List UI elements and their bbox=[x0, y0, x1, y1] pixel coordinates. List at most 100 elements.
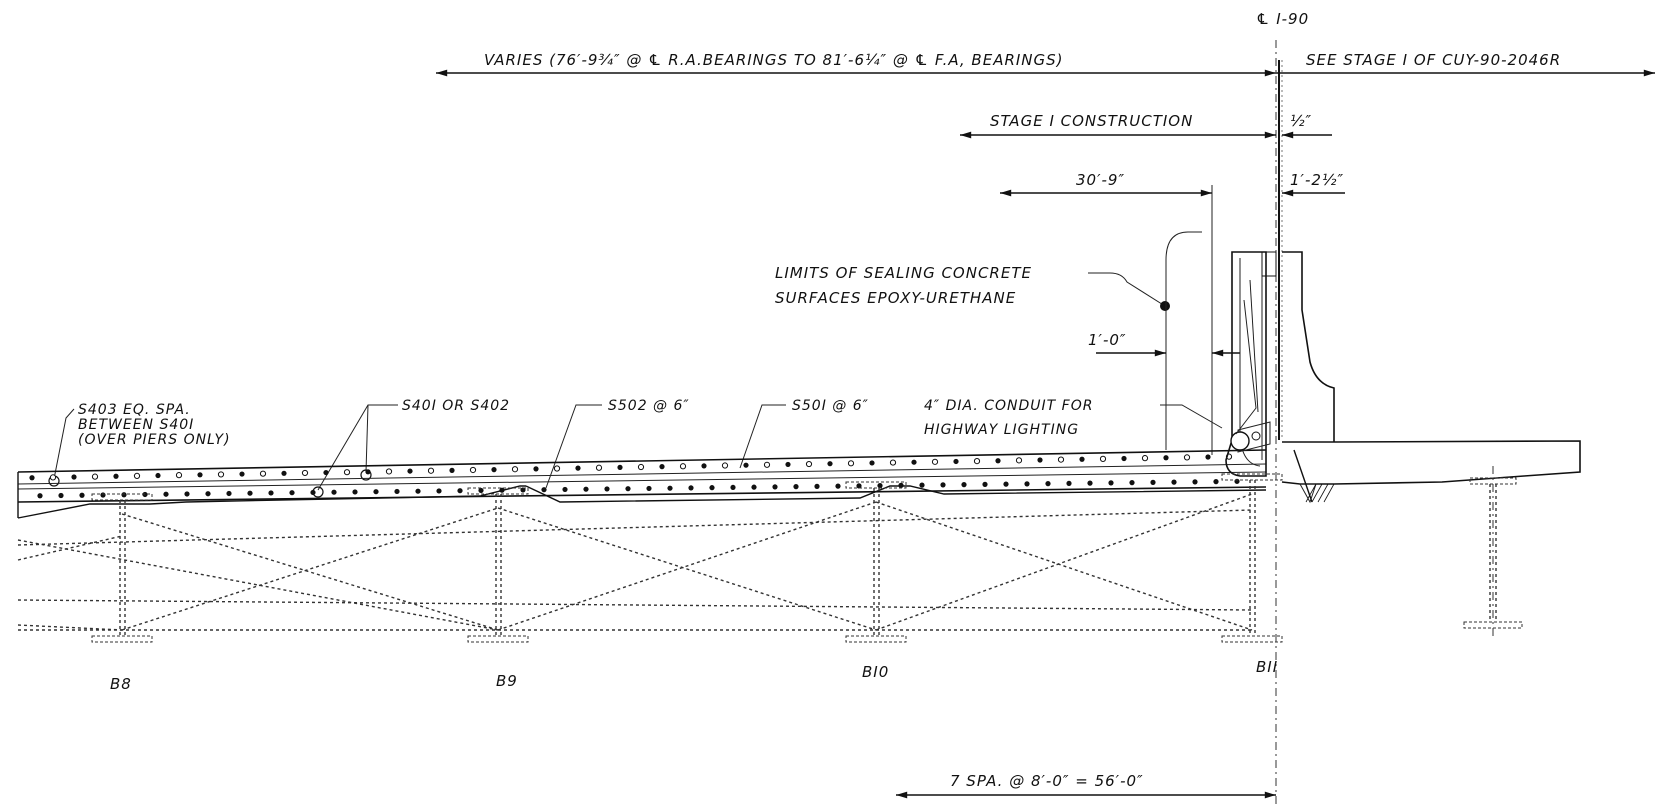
parapet-barrier bbox=[1225, 251, 1277, 477]
rebar-top-dot bbox=[1205, 454, 1211, 460]
s501-text: S50I @ 6″ bbox=[792, 398, 869, 414]
s401-text: S40I OR S402 bbox=[402, 398, 510, 414]
rebar-top-dot bbox=[721, 462, 729, 469]
rebar-top-dot bbox=[1121, 455, 1127, 462]
rebar-bottom-dot bbox=[268, 490, 274, 496]
girder bbox=[1221, 473, 1283, 643]
rebar-bottom-dot bbox=[520, 487, 526, 493]
rebar-top-dot bbox=[71, 474, 77, 480]
rebar-bottom-dot bbox=[1087, 480, 1093, 486]
rebar-bottom-dot bbox=[352, 489, 358, 495]
rebar-bottom-dot bbox=[1066, 480, 1072, 486]
rebar-top-dot bbox=[785, 461, 791, 468]
rebar-top-dot bbox=[1037, 457, 1043, 463]
conduit-text-1: 4″ DIA. CONDUIT FOR bbox=[924, 398, 1093, 414]
rebar-bottom-dot bbox=[562, 486, 568, 493]
rebar-top-dot bbox=[1079, 456, 1085, 462]
rebar-bottom-dot bbox=[856, 483, 862, 489]
rebar-bottom-dot bbox=[541, 487, 547, 493]
rebar-top-dot bbox=[365, 469, 371, 475]
rebar-bottom-dot bbox=[940, 482, 946, 488]
rebar-bottom-dot bbox=[457, 488, 463, 494]
rebar-top-dot bbox=[763, 461, 771, 468]
rebar-bottom-dot bbox=[583, 486, 589, 492]
rebar-top-dot bbox=[511, 466, 519, 473]
rebar-top-dot bbox=[575, 465, 581, 471]
rebar-bottom-dot bbox=[730, 484, 736, 491]
rebar-bottom-dot bbox=[1108, 480, 1114, 486]
rebar-bottom-dot bbox=[394, 488, 400, 495]
rebar-top-dot bbox=[659, 464, 665, 470]
one-foot-text: 1′-0″ bbox=[1088, 331, 1127, 349]
rebar-bottom-dot bbox=[1192, 479, 1198, 485]
girder bbox=[91, 493, 153, 643]
conduit-text-2: HIGHWAY LIGHTING bbox=[924, 422, 1079, 438]
cross-frame-member bbox=[17, 535, 123, 561]
rebar-bottom-dot bbox=[793, 484, 799, 490]
cross-frame-member bbox=[875, 501, 1253, 631]
one-two-half-text: 1′-2½″ bbox=[1290, 171, 1344, 189]
rebar-top-dot bbox=[133, 472, 141, 480]
rebar-top-dot bbox=[281, 470, 287, 476]
rebar-bottom-dot bbox=[814, 483, 820, 489]
rebar-bottom-dot bbox=[205, 491, 211, 497]
rebar-bottom-dot bbox=[1003, 481, 1009, 487]
cross-frame-member bbox=[17, 539, 499, 631]
cross-frame-member bbox=[497, 507, 877, 631]
dimension-stage1: STAGE I CONSTRUCTION ½″ bbox=[960, 112, 1332, 139]
rebar-bottom-dot bbox=[499, 487, 505, 493]
rebar-top-dot bbox=[869, 460, 875, 466]
rebar-top-layer bbox=[29, 453, 1233, 481]
rebar-top-dot bbox=[385, 468, 393, 475]
rebar-top-dot bbox=[637, 463, 645, 471]
rebar-top-dot bbox=[617, 464, 623, 470]
centerline-label: ℄ I-90 bbox=[1256, 10, 1309, 28]
rebar-top-dot bbox=[847, 460, 855, 467]
rebar-top-dot bbox=[679, 463, 687, 470]
s403-text-2: BETWEEN S40I bbox=[78, 417, 194, 433]
rebar-bottom-dot bbox=[646, 485, 652, 492]
centerline: ℄ I-90 bbox=[1256, 10, 1309, 807]
rebar-top-dot bbox=[911, 459, 917, 465]
conduit-note: 4″ DIA. CONDUIT FOR HIGHWAY LIGHTING bbox=[924, 398, 1223, 438]
rebar-bottom-dot bbox=[625, 486, 631, 492]
stage1-text: STAGE I CONSTRUCTION bbox=[990, 112, 1193, 130]
rebar-bottom-dot bbox=[163, 491, 169, 497]
existing-beam bbox=[1463, 466, 1523, 640]
rebar-bottom-dot bbox=[373, 489, 379, 495]
rebar-top-dot bbox=[49, 474, 57, 481]
sealing-note: LIMITS OF SEALING CONCRETE SURFACES EPOX… bbox=[775, 231, 1202, 450]
rebar-bottom-dot bbox=[436, 488, 442, 494]
rebar-top-dot bbox=[973, 457, 981, 465]
rebar-top-dot bbox=[259, 470, 267, 477]
rebar-top-dot bbox=[323, 469, 329, 476]
beam-label-b8: B8 bbox=[110, 675, 132, 693]
rebar-top-dot bbox=[827, 461, 833, 467]
dimension-1-0: 1′-0″ bbox=[1088, 331, 1240, 357]
rebar-top-dot bbox=[701, 463, 707, 469]
rebar-top-dot bbox=[1099, 455, 1107, 462]
spacing-text: 7 SPA. @ 8′-0″ = 56′-0″ bbox=[950, 772, 1144, 790]
girder bbox=[845, 481, 907, 643]
rebar-bottom-dot bbox=[877, 483, 883, 489]
rebar-bottom-dot bbox=[37, 493, 43, 499]
rebar-bottom-dot bbox=[772, 484, 778, 490]
rebar-top-dot bbox=[1015, 457, 1023, 464]
rebar-top-dot bbox=[239, 471, 245, 477]
cross-frame-member bbox=[17, 599, 1253, 611]
rebar-top-dot bbox=[995, 458, 1001, 464]
rebar-top-dot bbox=[301, 469, 309, 477]
rebar-top-dot bbox=[553, 465, 561, 472]
rebar-top-dot bbox=[427, 467, 435, 474]
rebar-bottom-dot bbox=[310, 489, 316, 496]
rebar-top-dot bbox=[175, 472, 183, 479]
rebar-bottom-dot bbox=[247, 490, 253, 496]
beam-label-b9: B9 bbox=[496, 672, 518, 690]
rebar-bottom-dot bbox=[835, 483, 841, 489]
s403-text-1: S403 EQ. SPA. bbox=[78, 402, 191, 418]
rebar-top-dot bbox=[743, 462, 749, 468]
rebar-bottom-dot bbox=[415, 488, 421, 494]
rebar-top-dot bbox=[113, 473, 119, 479]
rebar-bottom-dot bbox=[982, 481, 988, 487]
